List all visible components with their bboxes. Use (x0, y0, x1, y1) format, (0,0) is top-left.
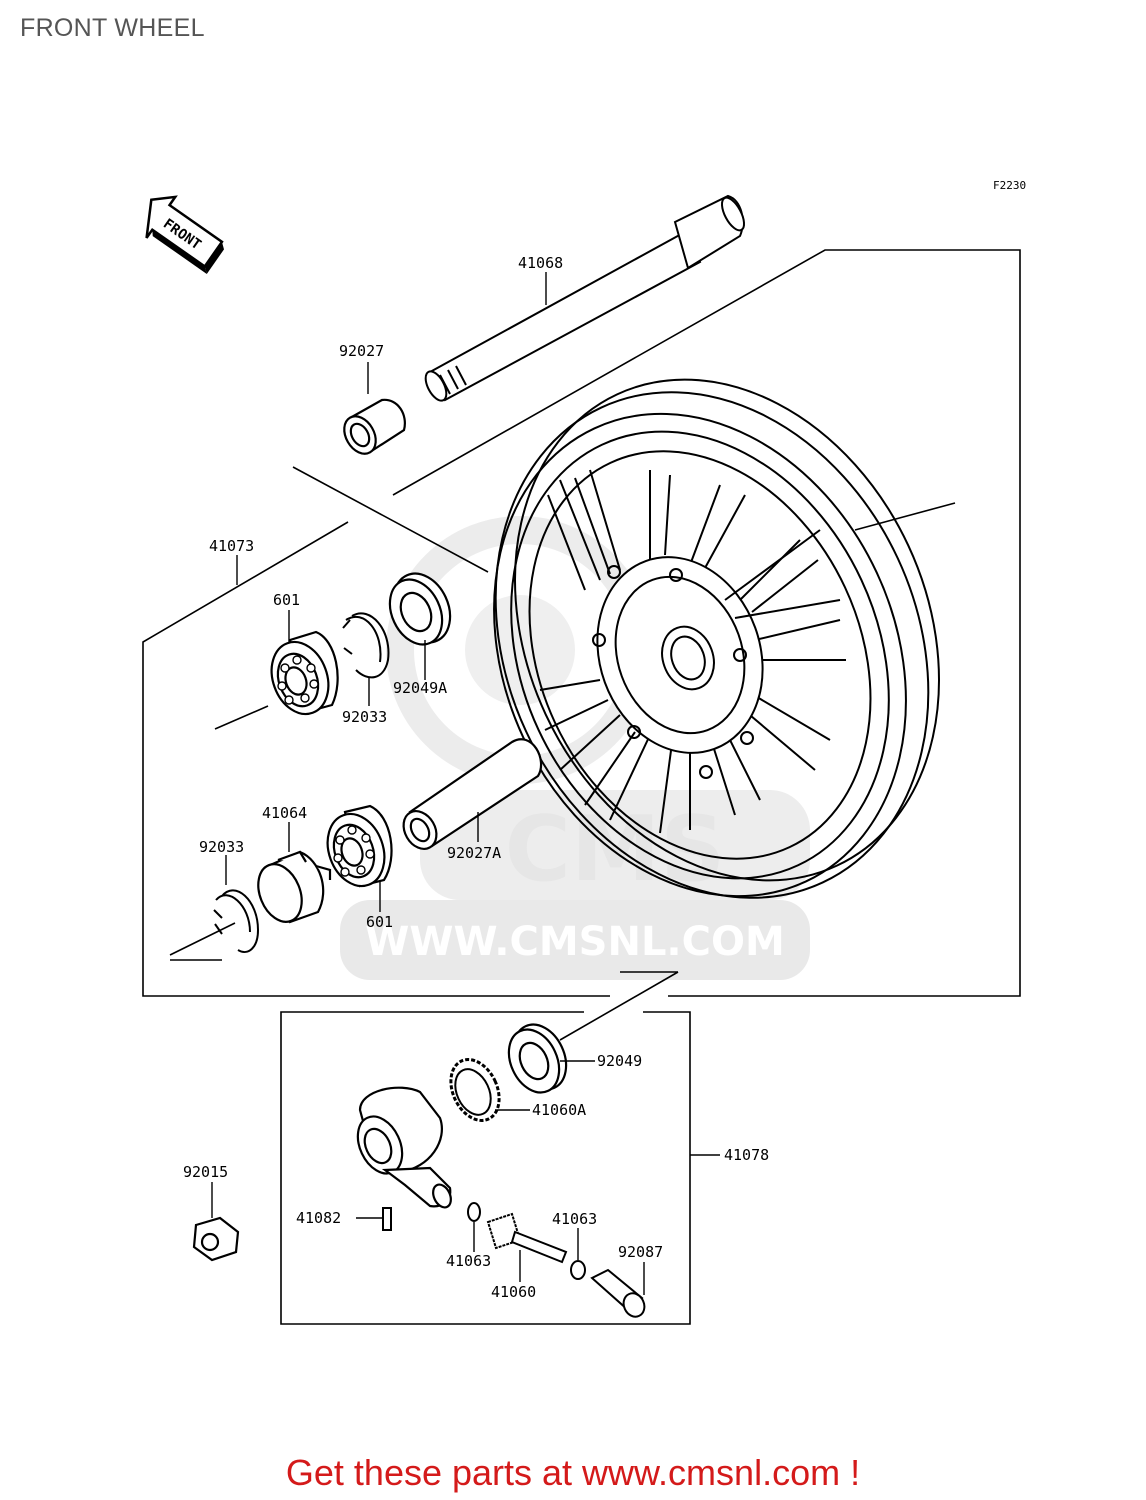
label-601-bottom: 601 (366, 913, 393, 931)
label-41064: 41064 (262, 804, 307, 822)
label-601-top: 601 (273, 591, 300, 609)
drive-plate-41064 (257, 850, 332, 924)
bearing-601-bottom (326, 804, 393, 888)
label-92015: 92015 (183, 1163, 228, 1181)
nut-92015 (192, 1216, 240, 1262)
washer-41063-right (570, 1260, 586, 1280)
watermark-url: WWW.CMSNL.COM (365, 919, 785, 965)
diagram-code: F2230 (993, 179, 1026, 192)
gear-housing (356, 1086, 452, 1209)
part-labels: 41068 92027 41073 601 92033 92049A 41064… (183, 254, 769, 1301)
axle-41068 (424, 194, 746, 402)
label-41060A: 41060A (532, 1101, 586, 1119)
wheel-41073 (493, 378, 940, 899)
spacer-92027A (402, 738, 543, 850)
washer-41063-left (467, 1202, 481, 1222)
page-title: FRONT WHEEL (20, 14, 205, 42)
label-41082: 41082 (296, 1209, 341, 1227)
bearing-601-top (270, 630, 339, 716)
oil-seal-92049 (507, 1023, 568, 1094)
bushing-92087 (590, 1268, 646, 1318)
watermark-brand: CMS (505, 797, 725, 902)
label-41068: 41068 (518, 254, 563, 272)
label-41073: 41073 (209, 537, 254, 555)
label-41060: 41060 (491, 1283, 536, 1301)
label-41078: 41078 (724, 1146, 769, 1164)
circlip-92033-bottom (213, 889, 260, 953)
gear-box-frame (280, 1011, 691, 1325)
collar-92027 (343, 398, 406, 455)
label-92049A: 92049A (393, 679, 447, 697)
gear-41060A (449, 1058, 501, 1122)
label-92049: 92049 (597, 1052, 642, 1070)
oil-seal-92049A (388, 572, 452, 646)
footer-link[interactable]: Get these parts at www.cmsnl.com ! (285, 1452, 861, 1493)
label-41063-right: 41063 (552, 1210, 597, 1228)
pinion-41060 (486, 1212, 568, 1264)
front-arrow-icon: FRONT (145, 195, 224, 274)
leader-lines (211, 272, 720, 1295)
label-41063-left: 41063 (446, 1252, 491, 1270)
label-92027A: 92027A (447, 844, 501, 862)
pin-41082 (382, 1207, 392, 1231)
label-92033-top: 92033 (342, 708, 387, 726)
assembly-frame (142, 249, 1021, 1041)
label-92087: 92087 (618, 1243, 663, 1261)
label-92027: 92027 (339, 342, 384, 360)
label-92033-bottom: 92033 (199, 838, 244, 856)
circlip-92033-top (342, 612, 390, 679)
